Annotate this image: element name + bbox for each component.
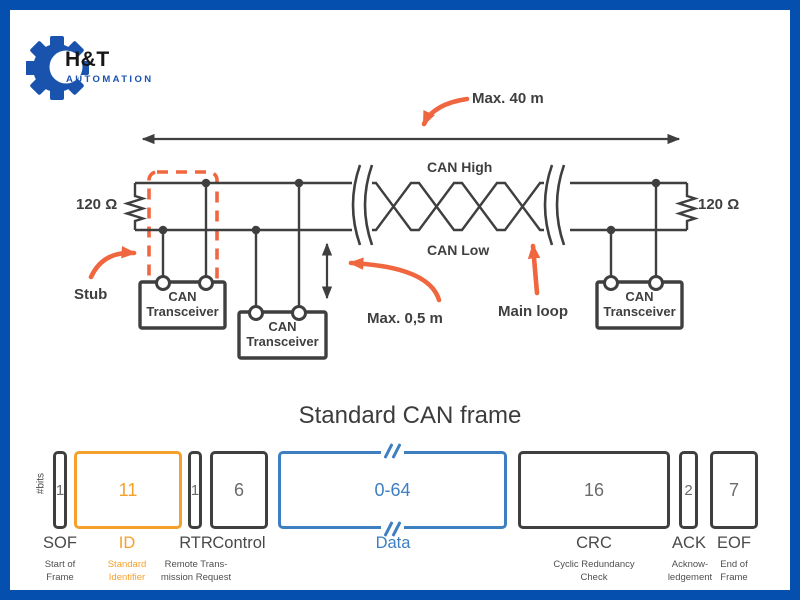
left-terminator-resistor: [122, 183, 148, 230]
field-abbr-eof: EOF: [717, 534, 751, 552]
field-box-crc: 16: [518, 451, 670, 529]
field-full-sof: Start of Frame: [44, 559, 76, 583]
field-abbr-crc: CRC: [576, 534, 612, 552]
logo-gear-icon: [26, 36, 89, 100]
stub-max-callout-arrow: [348, 257, 442, 303]
can-bus-schematic: [88, 96, 700, 360]
field-abbr-rtr: RTR: [179, 534, 213, 552]
field-abbr-id: ID: [118, 534, 136, 552]
field-full-crc: Cyclic Redundancy Check: [553, 559, 635, 583]
can-low-label: CAN Low: [427, 242, 490, 258]
stub-callout-arrow: [88, 245, 137, 280]
left-terminator-label: 120 Ω: [76, 196, 118, 213]
transceiver-boxes: [138, 280, 684, 360]
field-box-id: 11: [74, 451, 182, 529]
right-terminator-resistor: [674, 183, 700, 230]
field-box-rtr: 1: [188, 451, 202, 529]
main-loop-callout-arrow: [527, 243, 541, 296]
field-box-eof: 7: [710, 451, 758, 529]
data-break-mark-bottom: [381, 521, 404, 537]
main-loop-label: Main loop: [498, 303, 568, 320]
right-terminator-label: 120 Ω: [698, 196, 740, 213]
max-length-callout-arrow: [421, 96, 470, 127]
field-box-data: 0-64: [278, 451, 507, 529]
field-abbr-ack: ACK: [672, 534, 706, 552]
bus-lines: [122, 164, 700, 313]
stub-max-label: Max. 0,5 m: [367, 310, 443, 327]
logo-title: H&T: [65, 48, 110, 71]
field-full-ack: Acknow- ledgement: [667, 559, 713, 583]
transceiver-3-label: CAN Transceiver: [603, 289, 676, 319]
logo-subtitle: AUTOMATION: [66, 74, 154, 85]
field-full-id: Standard Identifier: [107, 559, 147, 583]
max-length-label: Max. 40 m: [472, 90, 544, 107]
can-high-label: CAN High: [427, 159, 493, 175]
field-abbr-sof: SOF: [43, 534, 77, 552]
transceiver-terminals: [155, 275, 664, 321]
field-full-eof: End of Frame: [720, 559, 748, 583]
field-box-ack: 2: [679, 451, 698, 529]
field-full-rtr: Remote Trans- mission Request: [160, 559, 232, 583]
field-abbr-control: Control: [212, 534, 266, 552]
transceiver-2-label: CAN Transceiver: [246, 319, 319, 349]
stub-label: Stub: [74, 286, 108, 303]
transceiver-1-label: CAN Transceiver: [146, 289, 219, 319]
bits-axis-label: #bits: [35, 472, 47, 495]
field-box-sof: 1: [53, 451, 67, 529]
junction-dots: [158, 178, 661, 235]
data-break-mark-top: [381, 443, 404, 459]
frame-section-title: Standard CAN frame: [298, 402, 522, 429]
field-abbr-data: Data: [375, 534, 411, 552]
field-box-control: 6: [210, 451, 268, 529]
